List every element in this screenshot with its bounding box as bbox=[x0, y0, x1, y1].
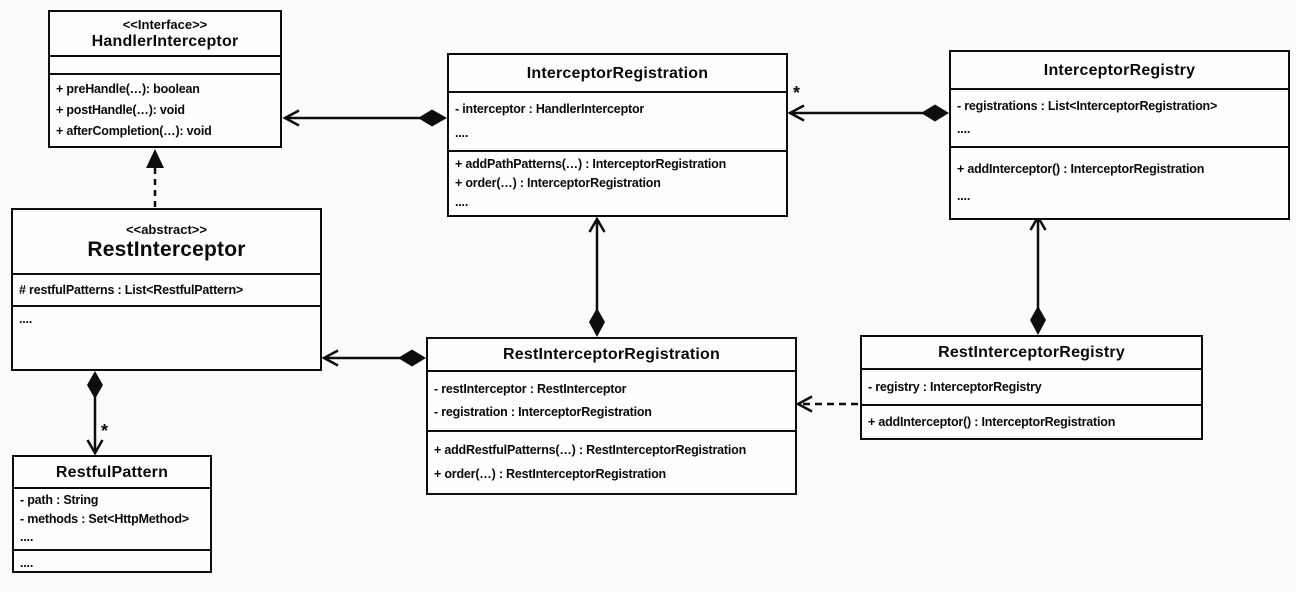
class-title: RestInterceptorRegistry bbox=[862, 337, 1201, 370]
method-entry: + addRestfulPatterns(…) : RestIntercepto… bbox=[434, 442, 747, 457]
attribute-entry: - interceptor : HandlerInterceptor bbox=[455, 102, 645, 117]
attribute-entry: - restInterceptor : RestInterceptor bbox=[434, 381, 627, 396]
composition-edge-registry-to-registration bbox=[787, 104, 949, 122]
method-entry: .... bbox=[957, 189, 971, 204]
class-name: InterceptorRegistration bbox=[526, 64, 709, 82]
class-title: <<abstract>> RestInterceptor bbox=[13, 210, 320, 275]
class-name: RestInterceptorRegistry bbox=[938, 344, 1125, 361]
attribute-entry: - registry : InterceptorRegistry bbox=[868, 379, 1042, 394]
attribute-entry: # restfulPatterns : List<RestfulPattern> bbox=[19, 282, 244, 297]
class-box-rest-interceptor-registry: RestInterceptorRegistry - registry : Int… bbox=[860, 335, 1203, 440]
method-entry: .... bbox=[20, 556, 34, 570]
class-title: <<Interface>> HandlerInterceptor bbox=[50, 12, 280, 57]
class-name: RestInterceptorRegistration bbox=[503, 346, 720, 363]
method-entry: + addInterceptor() : InterceptorRegistra… bbox=[868, 414, 1116, 429]
attributes-compartment: - interceptor : HandlerInterceptor .... bbox=[449, 93, 786, 152]
attribute-entry: - methods : Set<HttpMethod> bbox=[20, 511, 189, 526]
attribute-entry: - path : String bbox=[20, 493, 99, 508]
methods-compartment: + addRestfulPatterns(…) : RestIntercepto… bbox=[428, 432, 795, 493]
method-entry: + addPathPatterns(…) : InterceptorRegist… bbox=[455, 157, 727, 171]
attributes-compartment: - registrations : List<InterceptorRegist… bbox=[951, 90, 1288, 148]
method-entry: + afterCompletion(…): void bbox=[56, 124, 212, 138]
methods-compartment: + preHandle(…): boolean + postHandle(…):… bbox=[50, 75, 280, 146]
method-entry: + order(…) : RestInterceptorRegistration bbox=[434, 467, 666, 482]
composition-edge-restregistration-to-restinterceptor bbox=[321, 349, 426, 367]
realization-edge-restinterceptor-to-handlerinterceptor bbox=[146, 149, 164, 207]
attributes-compartment: - registry : InterceptorRegistry bbox=[862, 370, 1201, 406]
methods-compartment: .... bbox=[14, 551, 210, 571]
class-name: RestInterceptor bbox=[87, 237, 246, 261]
dependency-edge-restregistry-to-restregistration bbox=[795, 395, 858, 413]
method-entry: + postHandle(…): void bbox=[56, 103, 185, 117]
class-name: InterceptorRegistry bbox=[1043, 61, 1196, 79]
method-entry: + addInterceptor() : InterceptorRegistra… bbox=[957, 161, 1205, 176]
class-stereotype: <<abstract>> bbox=[126, 221, 207, 237]
class-box-rest-interceptor: <<abstract>> RestInterceptor # restfulPa… bbox=[11, 208, 322, 371]
composition-edge-restregistry-to-registry bbox=[1029, 214, 1047, 335]
class-title: InterceptorRegistration bbox=[449, 55, 786, 93]
class-title: RestfulPattern bbox=[14, 457, 210, 489]
class-name: RestfulPattern bbox=[55, 463, 169, 481]
attribute-entry: - registration : InterceptorRegistration bbox=[434, 405, 652, 420]
attribute-entry: .... bbox=[20, 529, 34, 544]
attributes-compartment: - restInterceptor : RestInterceptor - re… bbox=[428, 372, 795, 432]
attribute-entry: .... bbox=[957, 122, 971, 136]
multiplicity-label: * bbox=[101, 421, 109, 441]
class-stereotype: <<Interface>> bbox=[122, 16, 208, 32]
attributes-compartment bbox=[50, 57, 280, 75]
attributes-compartment: # restfulPatterns : List<RestfulPattern> bbox=[13, 275, 320, 307]
class-box-interceptor-registration: InterceptorRegistration - interceptor : … bbox=[447, 53, 788, 217]
attributes-compartment: - path : String - methods : Set<HttpMeth… bbox=[14, 489, 210, 551]
class-box-rest-interceptor-registration: RestInterceptorRegistration - restInterc… bbox=[426, 337, 797, 495]
class-title: InterceptorRegistry bbox=[951, 52, 1288, 90]
method-entry: .... bbox=[19, 312, 33, 326]
class-box-interceptor-registry: InterceptorRegistry - registrations : Li… bbox=[949, 50, 1290, 220]
composition-edge-restinterceptor-to-restfulpattern bbox=[86, 371, 104, 456]
method-entry: + order(…) : InterceptorRegistration bbox=[455, 176, 661, 190]
method-entry: + preHandle(…): boolean bbox=[56, 82, 200, 96]
multiplicity-label: * bbox=[793, 83, 801, 103]
class-title: RestInterceptorRegistration bbox=[428, 339, 795, 372]
method-entry: .... bbox=[455, 195, 469, 209]
attribute-entry: - registrations : List<InterceptorRegist… bbox=[957, 99, 1218, 113]
class-name: HandlerInterceptor bbox=[91, 32, 239, 50]
methods-compartment: + addPathPatterns(…) : InterceptorRegist… bbox=[449, 152, 786, 215]
composition-edge-restregistration-to-registration bbox=[588, 216, 606, 337]
methods-compartment: .... bbox=[13, 307, 320, 369]
composition-edge-registration-to-handlerinterceptor bbox=[282, 109, 447, 127]
class-box-handler-interceptor: <<Interface>> HandlerInterceptor + preHa… bbox=[48, 10, 282, 148]
class-box-restful-pattern: RestfulPattern - path : String - methods… bbox=[12, 455, 212, 573]
methods-compartment: + addInterceptor() : InterceptorRegistra… bbox=[862, 406, 1201, 438]
attribute-entry: .... bbox=[455, 125, 469, 140]
methods-compartment: + addInterceptor() : InterceptorRegistra… bbox=[951, 148, 1288, 218]
